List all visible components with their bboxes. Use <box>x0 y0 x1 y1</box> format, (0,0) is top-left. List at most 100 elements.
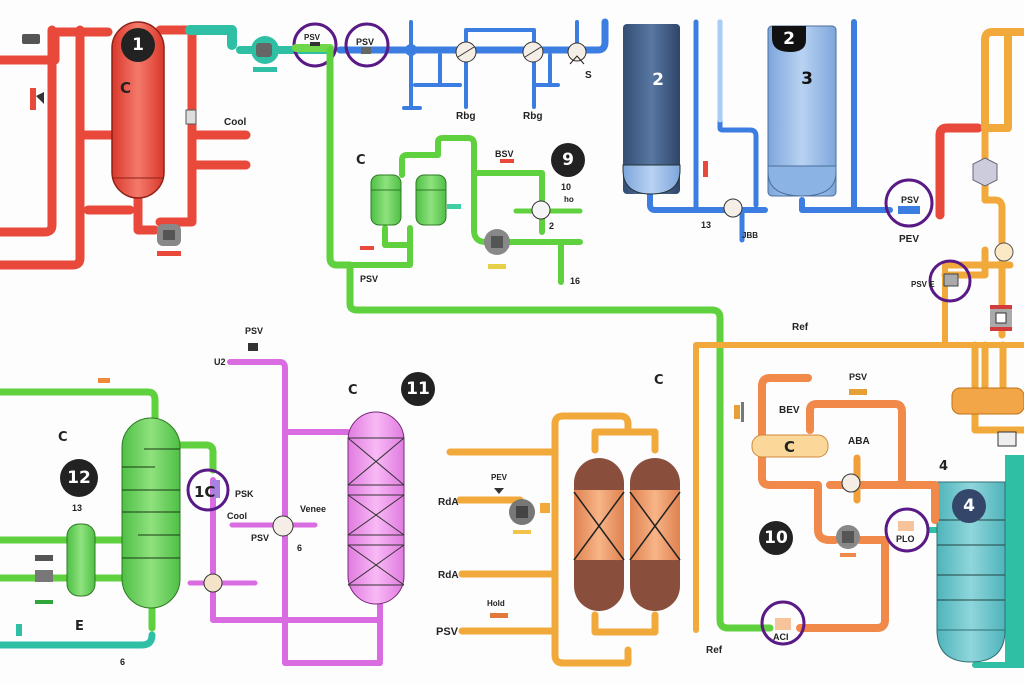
label-psk: PSK <box>235 489 254 499</box>
reactor-b <box>629 458 681 611</box>
label-10: 10 <box>561 182 571 192</box>
hold-valve <box>490 613 508 618</box>
label-psv-teal: PSV <box>304 33 321 42</box>
badge-12: 12 <box>60 459 98 497</box>
label-plo: PLO <box>896 534 915 544</box>
badge-4: 4 <box>952 489 986 523</box>
orange-reactor-lines <box>446 412 659 667</box>
label-psv-green: PSV <box>360 274 378 284</box>
label-cool-pink: Cool <box>227 511 247 521</box>
drum-green <box>66 523 96 597</box>
label-psv-e: PSV E <box>911 280 935 289</box>
label-rbg-2: Rbg <box>523 111 542 122</box>
label-pev-right: PEV <box>899 234 919 245</box>
pump-right <box>990 305 1012 331</box>
label-psv-blue: PSV <box>356 37 374 47</box>
label-ho: ho <box>564 195 574 204</box>
svg-text:2: 2 <box>652 70 664 90</box>
plo-circle[interactable] <box>884 507 930 553</box>
svg-text:11: 11 <box>406 379 430 399</box>
badge-10: 10 <box>759 521 793 555</box>
badge-2b: 2 <box>772 26 806 52</box>
red-process-lines <box>0 25 251 270</box>
vessel-green-b <box>415 174 447 226</box>
instrument-red <box>185 109 197 125</box>
pev-valve <box>494 488 504 494</box>
control-valve-green <box>531 200 551 220</box>
svg-text:4: 4 <box>963 496 975 516</box>
reactor-pink <box>347 411 405 605</box>
blue-header-lines <box>336 18 609 110</box>
psv-pink-top-valve <box>248 343 258 351</box>
psv-copper-instrument <box>849 389 867 395</box>
svg-text:10: 10 <box>764 528 788 548</box>
label-c-orange: C <box>654 373 664 388</box>
badge-1: 1 <box>121 28 155 62</box>
pump-red <box>157 224 181 256</box>
pump-orange <box>509 499 535 534</box>
label-aba: ABA <box>848 436 870 447</box>
label-s: S <box>585 70 592 81</box>
vessel-1 <box>111 21 165 199</box>
pump-copper <box>836 525 860 557</box>
teal-equipment <box>927 455 1024 668</box>
label-hold: Hold <box>487 599 505 608</box>
control-valve-blue <box>723 198 743 218</box>
label-ref-top: Ref <box>792 322 809 333</box>
label-16: 16 <box>570 276 580 286</box>
blue-tank-lines <box>647 19 893 243</box>
svg-text:1C: 1C <box>194 483 215 501</box>
label-2: 2 <box>549 221 554 231</box>
label-pev-orange: PEV <box>491 473 508 482</box>
psv-green-pev <box>360 246 374 250</box>
aci-circle[interactable] <box>760 600 806 646</box>
label-rbg-1: Rbg <box>456 111 475 122</box>
heat-exchanger-right <box>972 157 998 187</box>
label-u2: U2 <box>214 357 226 367</box>
pump-green <box>484 229 510 269</box>
svg-text:1: 1 <box>132 35 144 55</box>
psv-green-bsv <box>500 159 514 163</box>
blue-header-valves <box>405 41 587 65</box>
label-bsv: BSV <box>495 149 514 159</box>
label-jbb: JBB <box>742 231 758 240</box>
label-psv-orange: PSV <box>436 626 459 638</box>
label-v1-c: C <box>120 79 131 97</box>
label-green-c: C <box>356 153 366 168</box>
teal-line-top <box>185 25 334 72</box>
label-aci: ACI <box>773 632 789 642</box>
svg-text:9: 9 <box>562 150 574 170</box>
badge-2a: 2 <box>652 70 664 90</box>
svg-text:2: 2 <box>783 29 795 49</box>
psv-circle-e[interactable] <box>928 259 972 303</box>
bev-valve <box>734 402 744 422</box>
column-green <box>121 417 181 609</box>
label-c-pink: C <box>348 383 358 398</box>
label-6-left: 6 <box>120 657 125 667</box>
psv-circle-right[interactable] <box>884 178 934 228</box>
valve-pink-lower <box>203 573 223 593</box>
label-venee: Venee <box>300 504 326 514</box>
label-e-left: E <box>75 619 84 634</box>
label-4: 4 <box>939 459 948 474</box>
label-cool-top: Cool <box>224 117 246 128</box>
valve-copper <box>841 473 861 493</box>
label-ref-bottom: Ref <box>706 645 723 656</box>
psv-circle-10c[interactable] <box>186 468 230 512</box>
badge-3: 3 <box>801 69 813 89</box>
green-left-lines <box>0 378 217 649</box>
psv-circle-teal[interactable] <box>292 22 338 68</box>
svg-text:12: 12 <box>67 468 91 488</box>
label-6-pink: 6 <box>297 543 302 553</box>
psv-circle-blue[interactable] <box>344 22 390 68</box>
badge-1c: 1C <box>194 483 215 501</box>
label-c-exchanger: C <box>784 438 795 456</box>
instrument-right <box>997 431 1017 447</box>
instrument-blue <box>703 161 708 177</box>
vessel-3 <box>767 25 837 197</box>
drum-right <box>951 387 1024 415</box>
label-rda-1: RdA <box>438 497 459 508</box>
label-psv-pink-top: PSV <box>245 326 263 336</box>
heat-exchanger-copper <box>751 434 829 458</box>
valve-pink-venee <box>272 515 294 537</box>
